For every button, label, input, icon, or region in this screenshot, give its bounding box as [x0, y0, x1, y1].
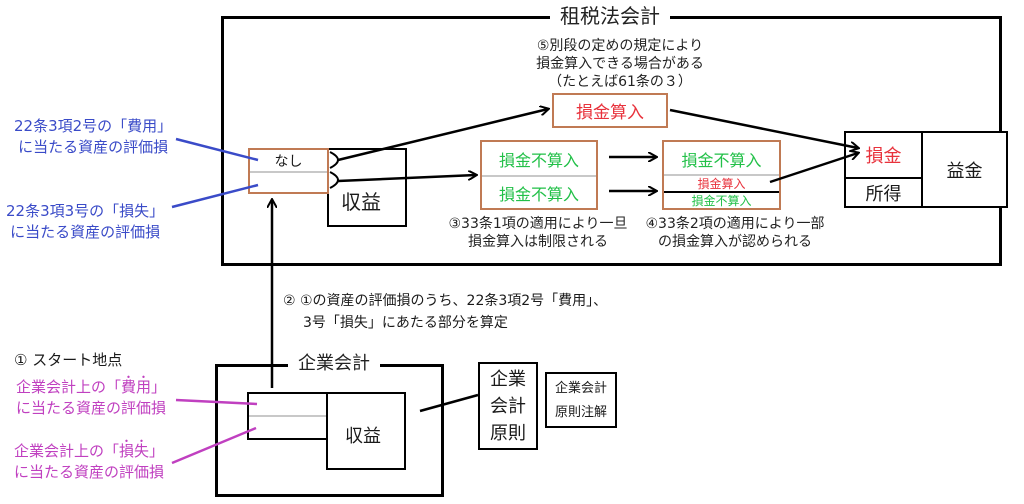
note-3-line-1: ③33条1項の適用により一旦	[448, 216, 628, 232]
gain-cell: 益金	[946, 160, 983, 182]
income-cell: 所得	[846, 179, 923, 206]
tax-revenue-label: 収益	[341, 190, 381, 214]
step-2-line-2: 3号「損失」にあたる部分を算定	[303, 315, 508, 331]
corporate-revenue-box: 収益	[326, 392, 406, 470]
tax-accounting-title: 租税法会計	[550, 4, 670, 28]
box3-top: 損金不算入	[498, 151, 579, 170]
expense-22-label-line-1: 22条3項2号の「費用」	[14, 117, 173, 135]
expense-22-3-2-label: 22条3項2号の「費用」 に当たる資産の評価損	[14, 116, 172, 158]
loss-22-label-line-1: 22条3項3号の「損失」	[6, 202, 165, 220]
box4-divider	[664, 191, 779, 193]
notes-line-2: 原則注解	[554, 405, 607, 420]
corporate-expense-line-2: に当たる資産の評価損	[16, 399, 167, 417]
ce-before: 企業会計上の「	[16, 378, 122, 396]
box4-bottom: 損金不算入	[691, 194, 752, 208]
note-4: ④33条2項の適用により一部 の損金算入が認められる	[620, 215, 850, 251]
note-4-line-1: ④33条2項の適用により一部	[645, 216, 825, 232]
corporate-asset-separator	[249, 415, 327, 417]
deductible-box: 損金算入	[552, 93, 668, 128]
cl-dot2: 失	[134, 442, 149, 460]
note-5-line-2: 損金算入できる場合がある	[536, 56, 704, 72]
corporate-expense-label: 企業会計上の「費用」 に当たる資産の評価損	[16, 377, 166, 419]
step-2-note: ② ①の資産の評価損のうち、22条3項2号「費用」、 3号「損失」にあたる部分を…	[283, 290, 607, 334]
box3-bottom: 損金不算入	[498, 185, 579, 204]
corporate-revenue-label: 収益	[345, 426, 381, 447]
box4-separator	[664, 174, 779, 176]
asset-valuation-loss-box: なし	[248, 148, 329, 194]
note-3-line-2: 損金算入は制限される	[468, 234, 608, 250]
principles-line-3: 原則	[490, 423, 526, 444]
note-5-line-1: ⑤別段の定めの規定により	[536, 38, 704, 54]
corporate-loss-line-1: 企業会計上の「損失」	[14, 441, 164, 462]
ce-dot1: 費	[121, 378, 136, 396]
expense-22-label-line-2: に当たる資産の評価損	[18, 138, 169, 156]
note-5: ⑤別段の定めの規定により 損金算入できる場合がある （たとえば61条の３）	[520, 37, 720, 91]
note-3: ③33条1項の適用により一旦 損金算入は制限される	[418, 215, 658, 251]
notes-line-1: 企業会計	[554, 381, 607, 396]
non-deductible-box-33-1: 損金不算入 損金不算入	[480, 140, 598, 210]
loss-22-label-line-2: に当たる資産の評価損	[10, 223, 161, 241]
deductible-box-label: 損金算入	[576, 103, 644, 123]
cl-before: 企業会計上の「	[14, 442, 120, 460]
principles-line-2: 会計	[490, 396, 526, 417]
corporate-accounting-title: 企業会計	[288, 352, 380, 376]
box3-separator	[482, 175, 596, 177]
box4-top: 損金不算入	[681, 151, 762, 170]
corporate-loss-line-2: に当たる資産の評価損	[14, 463, 165, 481]
note-4-line-2: の損金算入が認められる	[658, 234, 812, 250]
principles-line-1: 企業	[490, 369, 526, 390]
ce-after: 」	[151, 378, 167, 396]
tax-revenue-box: 収益	[327, 148, 407, 227]
partial-deduction-box-33-2: 損金不算入 損金算入 損金不算入	[662, 140, 781, 210]
loss-22-3-3-label: 22条3項3号の「損失」 に当たる資産の評価損	[6, 201, 164, 243]
start-point-label: ① スタート地点	[14, 351, 123, 369]
cl-after: 」	[149, 442, 165, 460]
corporate-asset-box	[247, 392, 329, 440]
cl-dot1: 損	[119, 442, 134, 460]
step-2-line-1: ② ①の資産の評価損のうち、22条3項2号「費用」、	[283, 293, 608, 309]
ce-dot2: 用	[136, 378, 151, 396]
principles-notes-box: 企業会計 原則注解	[545, 372, 617, 428]
corporate-expense-line-1: 企業会計上の「費用」	[16, 377, 166, 398]
corporate-loss-label: 企業会計上の「損失」 に当たる資産の評価損	[14, 441, 164, 483]
nashi-label: なし	[274, 154, 303, 170]
box4-middle: 損金算入	[697, 177, 746, 191]
loss-cell: 損金	[846, 133, 923, 179]
tax-result-table: 損金 所得 益金	[844, 131, 1008, 208]
accounting-principles-box: 企業 会計 原則	[478, 362, 538, 450]
note-5-line-3: （たとえば61条の３）	[548, 74, 692, 90]
nashi-separator	[250, 171, 327, 173]
